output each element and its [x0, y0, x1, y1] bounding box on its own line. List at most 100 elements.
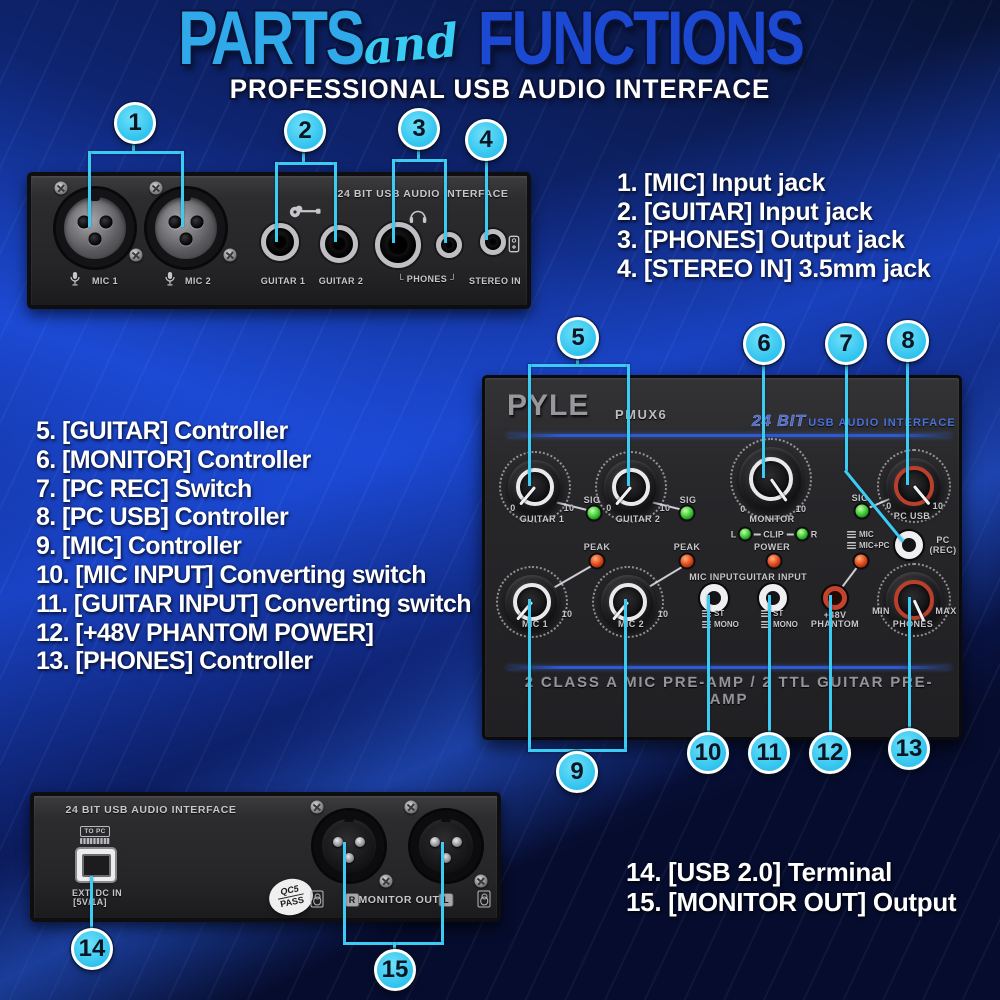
- mic2-peak-led: [680, 554, 694, 568]
- mic-pc-mode-label: MIC+PC: [859, 541, 890, 550]
- callout-3: 3: [398, 108, 440, 150]
- mic-mode-label: MIC: [859, 530, 874, 539]
- callout-line: [90, 876, 93, 929]
- title-parts: PARTS: [177, 0, 365, 81]
- knob-ticks: [595, 451, 667, 523]
- blue-accent-line: [507, 434, 951, 437]
- mic1-knob-label: MIC 1: [521, 619, 549, 629]
- guitar-input-label: GUITAR INPUT: [738, 572, 808, 582]
- front-mic2-label: MIC 2: [184, 276, 212, 286]
- callout-line: [444, 159, 447, 243]
- legend-item: 3. [PHONES] Output jack: [617, 226, 905, 254]
- mic-input-mono-label: MONO: [714, 620, 739, 629]
- mic-input-modes: ST MONO: [702, 609, 739, 629]
- bit-label: 24 BIT: [751, 413, 807, 431]
- guitar1-max: 10: [563, 503, 575, 513]
- mic2-peak-label: PEAK: [673, 542, 701, 552]
- callout-4: 4: [465, 119, 507, 161]
- callout-line: [627, 364, 630, 486]
- rear-panel-device: 24 BIT USB AUDIO INTERFACE TO PC EXT. DC…: [30, 792, 501, 922]
- speaker-icon: [310, 890, 324, 908]
- clip-r-label: R: [810, 529, 818, 539]
- screw-icon: [129, 248, 143, 262]
- screw-icon: [54, 181, 68, 195]
- keyboard-icon: [761, 610, 770, 617]
- keyboard-icon: [847, 542, 856, 549]
- guitar2-input-jack: [320, 225, 358, 263]
- screw-icon: [404, 800, 418, 814]
- callout-number: 8: [901, 327, 915, 354]
- legend-item: 15. [MONITOR OUT] Output: [626, 887, 957, 917]
- clip-l-label: L: [730, 529, 737, 539]
- pcusb-min: 0: [886, 501, 892, 511]
- usb-b-port: [77, 849, 115, 881]
- legend-item: 1. [MIC] Input jack: [617, 169, 826, 197]
- guitar-input-switch: [759, 584, 787, 612]
- guitar1-knob-label: GUITAR 1: [519, 514, 565, 524]
- microphone-icon: [70, 272, 80, 286]
- pcusb-sig-led: [855, 504, 869, 518]
- callout-5: 5: [557, 317, 599, 359]
- microphone-icon: [165, 272, 175, 286]
- pcusb-sig-label: SIG: [851, 493, 869, 503]
- dash: [753, 533, 761, 535]
- knob-ticks: [730, 438, 812, 520]
- legend-item: 14. [USB 2.0] Terminal: [626, 857, 893, 887]
- pc-rec-label-line2: (REC): [929, 545, 957, 555]
- callout-number: 15: [381, 956, 409, 983]
- callout-line: [528, 599, 531, 752]
- legend-item: 12. [+48V PHANTOM POWER]: [36, 618, 374, 647]
- front-mic1-label: MIC 1: [91, 276, 119, 286]
- guitar2-sig-label: SIG: [679, 495, 697, 505]
- mic2-knob: [592, 566, 664, 638]
- front-phones-label: └ PHONES ┘: [397, 274, 457, 284]
- phones-max: MAX: [935, 606, 957, 616]
- monitor-knob-label: MONITOR: [749, 514, 795, 524]
- speaker-icon: [477, 890, 491, 908]
- callout-line: [393, 942, 396, 951]
- ext-dc-label-line2: [5V/1A]: [73, 897, 107, 907]
- knob-ticks: [499, 451, 571, 523]
- legend-item: 8. [PC USB] Controller: [36, 503, 289, 532]
- stereo-in-jack: [480, 229, 506, 255]
- mic2-xlr-input-jack: [147, 189, 225, 267]
- callout-14: 14: [71, 928, 113, 970]
- title-functions: FUNCTIONS: [477, 0, 805, 81]
- bracket-glyph: └: [397, 274, 404, 284]
- knob-ticks: [496, 566, 568, 638]
- callout-line: [576, 357, 579, 367]
- laptop-base: [80, 838, 110, 844]
- mic1-peak-label: PEAK: [583, 542, 611, 552]
- rear-interface-label: 24 BIT USB AUDIO INTERFACE: [65, 804, 237, 816]
- callout-line: [334, 162, 337, 242]
- callout-number: 4: [479, 126, 493, 153]
- callout-line: [906, 360, 909, 485]
- pcusb-knob-label: PC USB: [893, 511, 931, 521]
- blue-accent-line: [507, 666, 951, 669]
- callout-line: [624, 599, 627, 752]
- monitor-min: 0: [740, 504, 746, 514]
- guitar-input-modes: ST MONO: [761, 609, 798, 629]
- screw-icon: [379, 874, 393, 888]
- mic1-xlr-input-jack: [56, 189, 134, 267]
- keyboard-icon: [847, 531, 856, 538]
- callout-line: [762, 363, 765, 478]
- legend-item: 11. [GUITAR INPUT] Converting switch: [36, 589, 472, 618]
- guitar2-max: 10: [659, 503, 671, 513]
- mic1-peak-led: [590, 554, 604, 568]
- callout-line: [302, 150, 305, 165]
- title-and: and: [360, 12, 461, 76]
- dash: [786, 533, 794, 535]
- callout-line: [485, 160, 488, 240]
- power-label: POWER: [753, 542, 791, 552]
- callout-10: 10: [687, 732, 729, 774]
- model-label: PMUX6: [615, 407, 668, 422]
- preamp-footer-print: 2 CLASS A MIC PRE-AMP / 2 TTL GUITAR PRE…: [524, 674, 934, 708]
- main-interface-label: USB AUDIO INTERFACE: [808, 417, 956, 429]
- monitor-out-l-xlr-jack: [411, 811, 481, 881]
- callout-line: [275, 162, 278, 242]
- callout-12: 12: [809, 732, 851, 774]
- knob-ticks: [592, 566, 664, 638]
